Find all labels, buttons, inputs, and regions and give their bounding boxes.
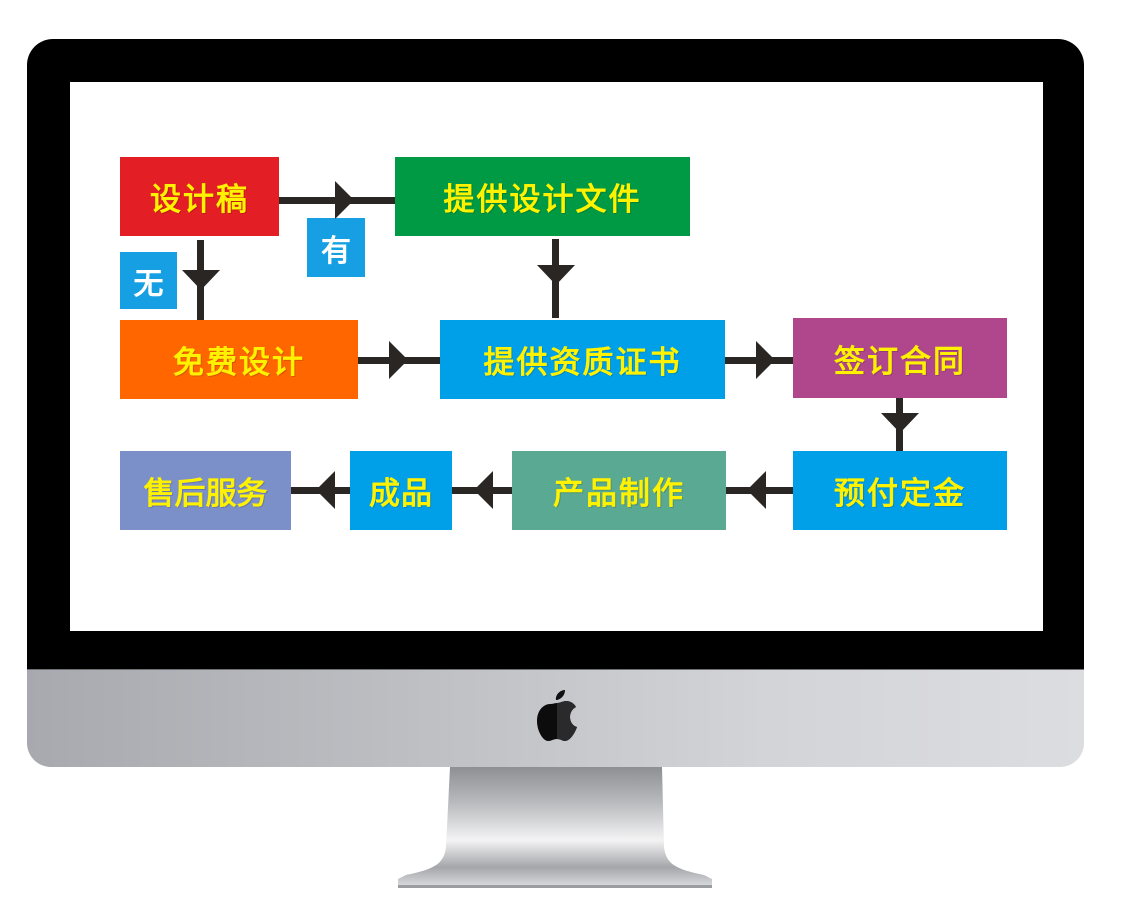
node-label: 签订合同 (834, 343, 966, 380)
branch-badge-no: 无 (120, 252, 177, 309)
apple-icon (537, 690, 577, 741)
node-provide-qualification: 提供资质证书 (440, 320, 725, 399)
node-pay-deposit: 预付定金 (793, 451, 1007, 530)
node-label: 预付定金 (834, 476, 966, 512)
node-label: 提供资质证书 (483, 345, 682, 381)
node-provide-design-file: 提供设计文件 (395, 157, 690, 236)
node-label: 设计稿 (150, 182, 249, 218)
node-finished-product: 成品 (350, 451, 452, 530)
monitor-stand (398, 767, 712, 888)
node-production: 产品制作 (512, 451, 726, 530)
branch-badge-yes: 有 (307, 218, 365, 277)
node-label: 成品 (369, 476, 433, 512)
node-label: 售后服务 (143, 476, 268, 512)
node-label: 提供设计文件 (443, 182, 642, 218)
node-label: 产品制作 (553, 476, 685, 512)
node-sign-contract: 签订合同 (793, 318, 1007, 398)
node-free-design: 免费设计 (120, 320, 358, 399)
node-label: 免费设计 (173, 345, 305, 381)
node-after-sales: 售后服务 (120, 451, 291, 530)
node-design-draft: 设计稿 (120, 157, 279, 236)
